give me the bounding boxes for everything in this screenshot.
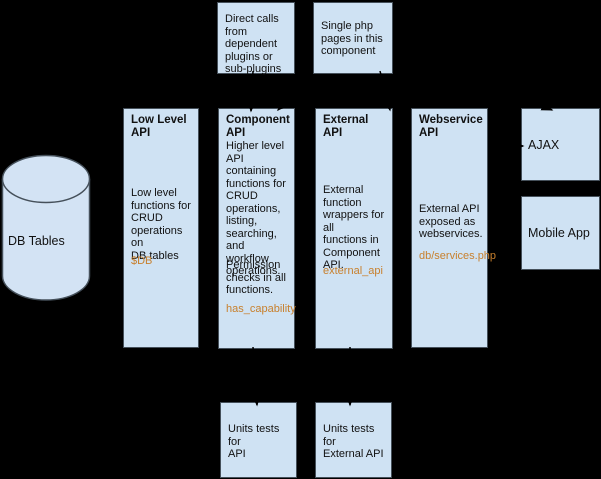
cylinder-shape: [1, 154, 91, 301]
arrow-single-to-external: [379, 70, 392, 112]
db-tables-label: DB Tables: [8, 234, 65, 248]
component-api-text: Higher level API containing functions fo…: [226, 140, 286, 277]
single-php-box: Single php pages in this component: [313, 2, 393, 74]
component-api-box: Component API Higher level API containin…: [218, 108, 296, 349]
arrow-direct-to-component: [247, 70, 257, 113]
direct-calls-box: Direct calls from dependent plugins or s…: [217, 2, 295, 75]
unit-tests-api-box: Units tests for API: [220, 402, 297, 478]
external-api-text: External function wrappers for all funct…: [323, 184, 385, 271]
low-level-api-box: Low Level API Low level functions for CR…: [123, 108, 199, 348]
direct-calls-text: Direct calls from dependent plugins or s…: [225, 13, 282, 75]
arrow-component-to-unittests: [251, 346, 261, 407]
unit-tests-api-text: Units tests for API: [228, 423, 280, 460]
low-level-api-text: Low level functions for CRUD operations …: [131, 187, 191, 262]
ajax-label: AJAX: [528, 138, 560, 152]
webservice-api-text: External API exposed as webservices.: [419, 203, 483, 240]
db-tables-cylinder: DB Tables: [1, 154, 91, 302]
single-php-text: Single php pages in this component: [321, 20, 383, 57]
webservice-api-code-label: db/services.php: [419, 250, 497, 262]
unit-tests-external-text: Units tests for External API: [323, 423, 384, 460]
low-level-api-title: Low Level API: [131, 114, 187, 139]
arrow-single-to-component: [276, 74, 314, 112]
component-api-code-label: has_capability: [226, 303, 296, 315]
external-api-title: External API: [323, 114, 369, 139]
component-api-permission-text: Permission checks in all functions.: [226, 259, 286, 296]
external-api-code-label: external_api: [323, 265, 383, 277]
mobile-app-label: Mobile App: [528, 226, 590, 240]
arrow-to-ajax-top: [397, 47, 554, 111]
webservice-api-title: Webservice API: [419, 114, 483, 139]
unit-tests-external-box: Units tests for External API: [315, 402, 392, 478]
mobile-app-box: Mobile App: [521, 196, 600, 270]
component-api-title: Component API: [226, 114, 290, 139]
ajax-box: AJAX: [521, 108, 600, 181]
external-api-box: External API External function wrappers …: [315, 108, 393, 349]
low-level-api-code-label: $DB: [131, 255, 153, 267]
webservice-api-box: Webservice API External API exposed as w…: [411, 108, 497, 348]
